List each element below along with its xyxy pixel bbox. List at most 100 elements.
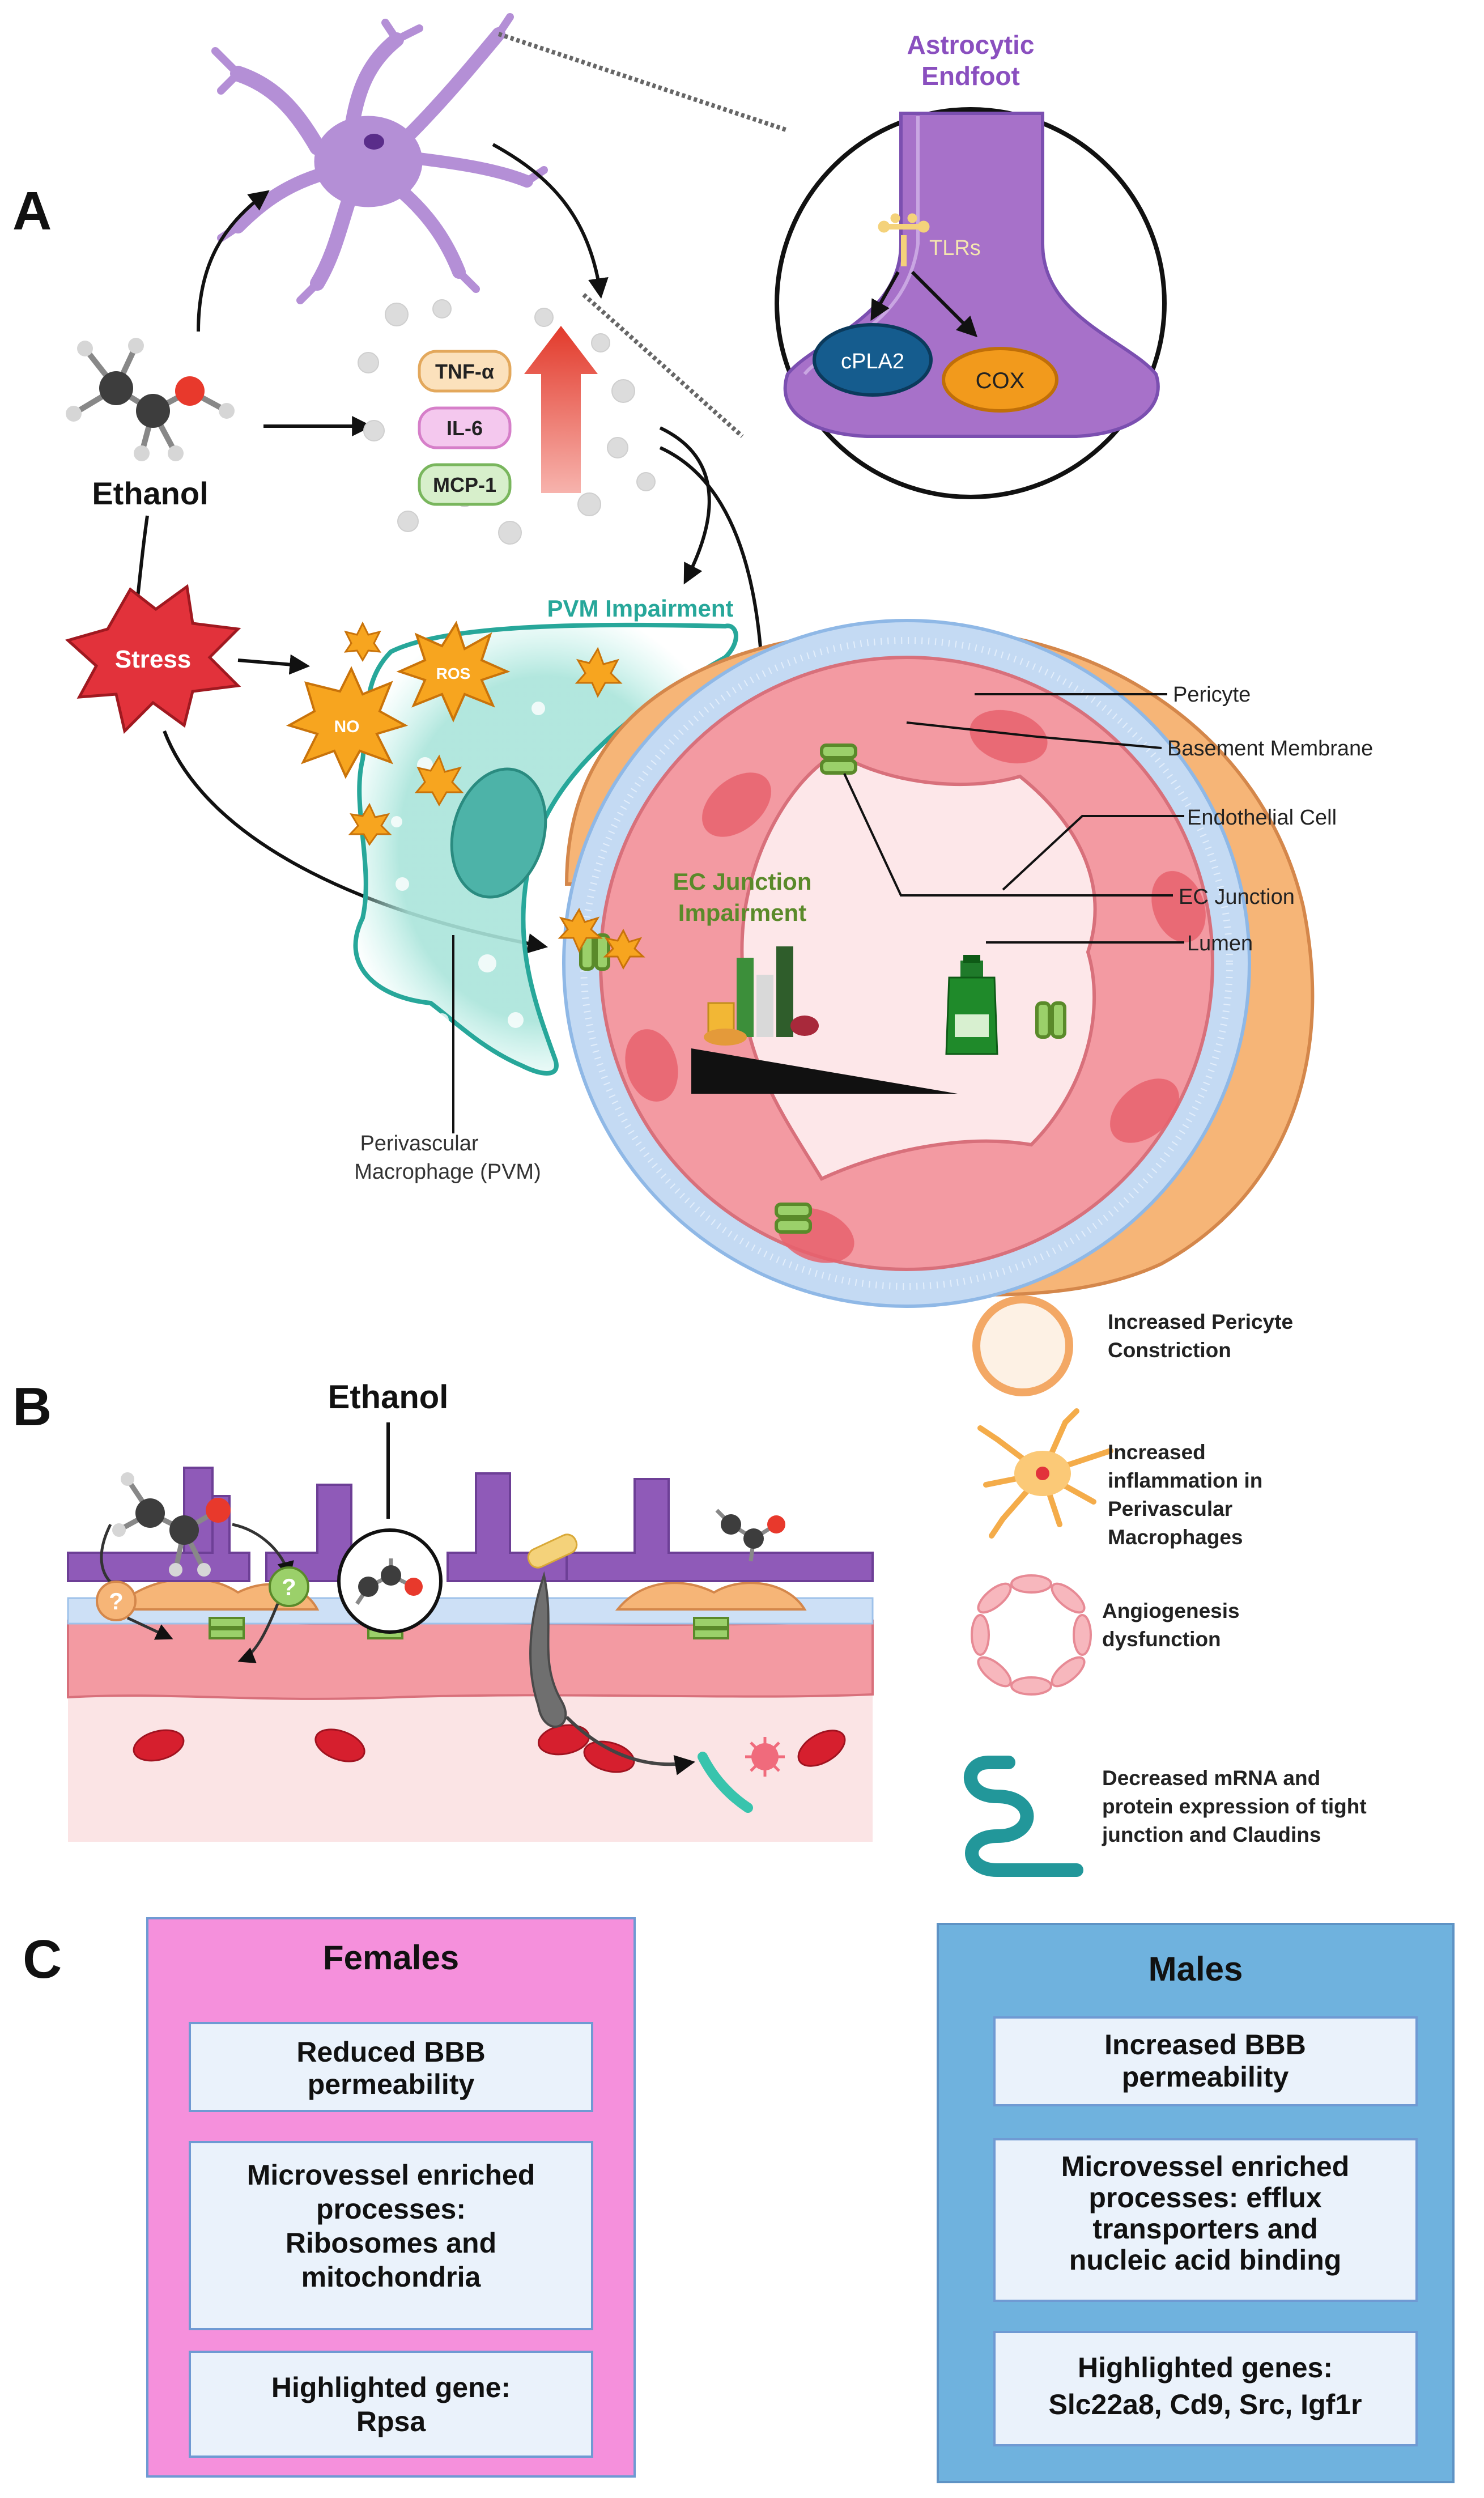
perivascular-macrophage xyxy=(353,622,738,1076)
females-title: Females xyxy=(323,1939,459,1977)
virus-icon xyxy=(745,1737,785,1777)
astrocytic-endfoot-title-line2: Endfoot xyxy=(921,61,1020,91)
males-item3-line2: Slc22a8, Cd9, Src, Igf1r xyxy=(1048,2389,1362,2420)
label-pericyte: Pericyte xyxy=(1173,683,1251,707)
legend-macrophage-line1: Increased xyxy=(1108,1441,1206,1464)
ros-label: ROS xyxy=(436,665,471,682)
panel-letter-b: B xyxy=(12,1377,52,1437)
il6-label: IL-6 xyxy=(447,417,483,440)
cox-label: COX xyxy=(976,368,1025,393)
arrow-astrocyte-to-cytokines xyxy=(492,143,609,299)
question-bubble-pericyte xyxy=(96,1581,137,1621)
panel-letter-a: A xyxy=(12,181,52,241)
males-item3-line1: Highlighted genes: xyxy=(1078,2352,1333,2384)
arrow-q2-to-junction xyxy=(237,1603,279,1663)
astrocyte-icon xyxy=(211,13,548,304)
zoom-line-top xyxy=(497,32,789,133)
arrow-q1-to-pericyte xyxy=(126,1616,173,1640)
pvm-label-line1: Perivascular xyxy=(360,1132,478,1155)
females-item-permeability xyxy=(189,2022,593,2112)
males-item2-line3: transporters and xyxy=(1092,2213,1317,2245)
legend-item-tight-junction: Decreased mRNA and protein expression of… xyxy=(1102,1766,1367,1846)
females-item2-line2: processes: xyxy=(316,2193,466,2225)
ec-junction-impairment-line2: Impairment xyxy=(678,899,806,926)
pvm-impairment-label: PVM Impairment xyxy=(547,595,733,622)
endfoot-zoom-circle xyxy=(775,107,1167,499)
arrow-cell-infiltration xyxy=(565,1715,696,1775)
males-item2-line2: processes: efflux xyxy=(1088,2182,1321,2214)
mcp1-label: MCP-1 xyxy=(433,473,496,496)
males-item1-line1: Increased BBB xyxy=(1104,2029,1306,2061)
females-item1-line2: permeability xyxy=(308,2068,475,2100)
males-title: Males xyxy=(1149,1950,1243,1988)
legend-macrophage-line4: Macrophages xyxy=(1108,1526,1243,1549)
females-item2-line4: mitochondria xyxy=(301,2261,482,2293)
legend-tj-line3: junction and Claudins xyxy=(1102,1823,1321,1846)
tight-junction-mrna-icon xyxy=(964,1756,1083,1877)
increase-arrow-icon xyxy=(524,326,598,493)
ec-junction-impairment-line1: EC Junction xyxy=(673,868,811,895)
ethanol-molecule-b-right xyxy=(715,1509,785,1562)
arrow-stress-to-ros xyxy=(237,654,311,675)
legend-tj-line1: Decreased mRNA and xyxy=(1102,1766,1320,1790)
females-item3-line2: Rpsa xyxy=(356,2406,426,2437)
ethanol-molecule-b-circle xyxy=(337,1528,443,1634)
basement-membrane-pointer xyxy=(906,721,1162,749)
legend-tj-line2: protein expression of tight xyxy=(1102,1795,1367,1818)
males-item2-line4: nucleic acid binding xyxy=(1069,2244,1342,2276)
no-star-icon: NO xyxy=(286,666,409,779)
infiltrating-cell-icon xyxy=(527,1533,578,1728)
ethanol-label-a: Ethanol xyxy=(92,475,208,511)
males-item-genes xyxy=(993,2331,1418,2446)
legend-macrophage-line2: inflammation in xyxy=(1108,1469,1262,1492)
inflamed-macrophage-nucleus xyxy=(1036,1467,1049,1480)
alcohol-drinks-icon xyxy=(704,946,819,1046)
decreasing-consumption-wedge xyxy=(691,1048,958,1094)
legend-item-pericyte: Increased Pericyte Constriction xyxy=(1108,1310,1293,1362)
females-item3-line1: Highlighted gene: xyxy=(271,2372,511,2403)
tnf-alpha-capsule xyxy=(418,350,512,393)
males-item2-line1: Microvessel enriched xyxy=(1061,2151,1350,2182)
tlrs-label: TLRs xyxy=(929,236,981,260)
astrocytic-endfoot-title-line1: Astrocytic xyxy=(907,30,1035,60)
cpla2-label: cPLA2 xyxy=(841,350,904,373)
arrow-tlrs-to-cpla2 xyxy=(870,271,900,321)
ros-star-icon: ROS xyxy=(396,621,511,723)
legend-item-macrophage: Increased inflammation in Perivascular M… xyxy=(1108,1441,1262,1549)
stress-label: Stress xyxy=(115,645,192,673)
question-mark-1: ? xyxy=(109,1588,124,1615)
endothelial-cell-pointer xyxy=(1002,815,1184,891)
mcp1-capsule xyxy=(418,463,512,506)
bbb-schematic xyxy=(67,1467,874,1842)
inflamed-macrophage-icon xyxy=(977,1408,1113,1539)
ethanol-molecule-b-large xyxy=(112,1472,231,1577)
ec-junctions xyxy=(579,744,1066,1234)
females-item2-line1: Microvessel enriched xyxy=(247,2159,535,2191)
pericyte-constriction-icon xyxy=(972,1295,1073,1396)
legend-macrophage-line3: Perivascular xyxy=(1108,1497,1232,1520)
vessel-cross-section xyxy=(558,619,1315,1308)
legend-angiogenesis-line2: dysfunction xyxy=(1102,1628,1221,1651)
females-item-processes xyxy=(189,2141,593,2330)
label-ec-junction: EC Junction xyxy=(1179,885,1295,909)
question-bubble-junction xyxy=(269,1566,309,1607)
panel-letter-c: C xyxy=(23,1929,62,1990)
females-item2-line3: Ribosomes and xyxy=(286,2227,496,2259)
females-item1-line1: Reduced BBB xyxy=(296,2036,485,2068)
ethanol-molecule-icon xyxy=(66,338,235,461)
females-item-gene xyxy=(189,2351,593,2458)
arrow-tlrs-to-cox xyxy=(911,270,978,338)
cpla2-enzyme xyxy=(813,323,933,397)
pvm-label-line2: Macrophage (PVM) xyxy=(354,1160,541,1184)
legend-pericyte-line1: Increased Pericyte xyxy=(1108,1310,1293,1333)
tlrs-receptor-icon xyxy=(878,213,930,266)
tnf-alpha-label: TNF-α xyxy=(435,360,494,383)
small-ros-stars xyxy=(343,621,623,846)
bacterium-icon xyxy=(698,1752,753,1813)
ec-junction-pointer xyxy=(843,773,1173,897)
legend-pericyte-line2: Constriction xyxy=(1108,1339,1231,1362)
red-blood-cells xyxy=(133,1724,846,1773)
label-lumen: Lumen xyxy=(1187,932,1253,955)
males-item-permeability xyxy=(993,2016,1418,2106)
